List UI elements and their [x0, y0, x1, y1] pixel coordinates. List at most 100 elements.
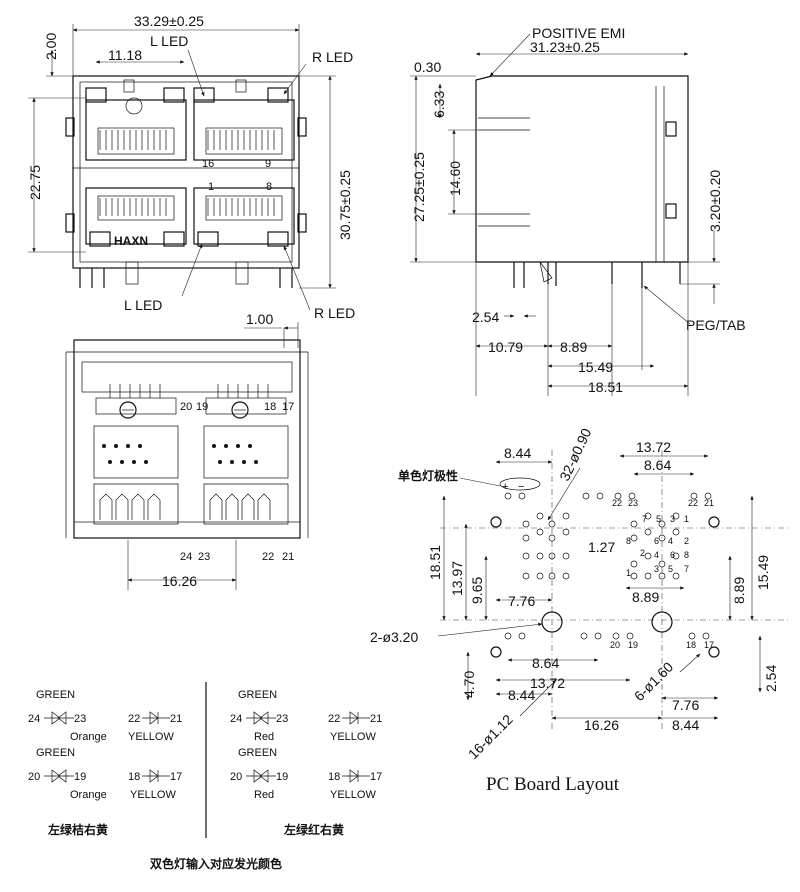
jack-pin-b3: 3 — [654, 564, 659, 574]
side-pins — [513, 262, 681, 288]
jack-pin-7: 7 — [642, 514, 647, 524]
single-led-icon — [142, 711, 170, 725]
legend-red-2: Red — [254, 789, 274, 801]
bottom-view: 20 19 18 17 24 23 22 21 1.00 16.26 — [65, 311, 309, 590]
legend-red-1: Red — [254, 731, 274, 743]
pin-9-label: 9 — [265, 158, 271, 170]
port-top-right — [193, 79, 295, 161]
dim-1626-pcb: 16.26 — [584, 717, 619, 733]
dim-889-mid: 8.89 — [632, 589, 659, 605]
legend-p19-b: 19 — [276, 771, 288, 783]
dim-889-right: 8.89 — [731, 577, 747, 604]
pcb-pin-20: 20 — [610, 640, 620, 650]
legend-green-2: GREEN — [36, 747, 75, 759]
bicolor-led-icon — [246, 711, 276, 725]
legend-p23-a: 23 — [74, 713, 86, 725]
screw-right-icon — [231, 401, 249, 419]
front-pins — [79, 268, 293, 288]
dim-254-pcb: 2.54 — [763, 665, 779, 692]
pin-20-label: 20 — [180, 401, 192, 413]
jack-pin-1: 1 — [684, 514, 689, 524]
l-led-bottom-label: L LED — [124, 297, 162, 313]
caption-bottom: 双色灯输入对应发光颜色 — [150, 856, 282, 871]
pcb-title: PC Board Layout — [486, 774, 620, 795]
legend-yellow-3: YELLOW — [330, 731, 376, 743]
legend-p22-b: 22 — [328, 713, 340, 725]
legend-yellow-1: YELLOW — [128, 731, 174, 743]
dim-200: 2.00 — [43, 33, 59, 60]
mount-hole-left — [541, 611, 563, 633]
bottom-pin-dots — [102, 444, 258, 464]
dim-3123: 31.23±0.25 — [530, 39, 600, 55]
bottom-body-outline — [73, 339, 301, 539]
r-led-top-label: R LED — [312, 49, 353, 65]
mount-hole-right — [651, 611, 673, 633]
dim-2-320: 2-ø3.20 — [370, 629, 418, 645]
dim-127: 1.27 — [588, 539, 615, 555]
single-led-icon — [342, 711, 370, 725]
port-bottom-right — [193, 187, 295, 247]
dim-889-side: 8.89 — [560, 339, 587, 355]
legend-p24-b: 24 — [230, 713, 242, 725]
dim-2725: 27.25±0.25 — [411, 152, 427, 222]
pcb-layout: 22 23 22 21 20 19 18 17 7 5 3 1 8 6 4 2 … — [370, 426, 790, 795]
jack-pin-8: 8 — [626, 536, 631, 546]
dim-844-right: 8.44 — [672, 717, 699, 733]
jack-pin-4: 4 — [668, 536, 673, 546]
dim-864-bot: 8.64 — [532, 655, 559, 671]
dim-1549-side: 15.49 — [578, 359, 613, 375]
jack-pin-6: 6 — [654, 536, 659, 546]
legend-p18-a: 18 — [128, 771, 140, 783]
jack-pin-b7: 7 — [684, 564, 689, 574]
dim-320: 3.20±0.20 — [707, 170, 723, 232]
dim-844-top: 8.44 — [504, 445, 531, 461]
pin-23-label: 23 — [198, 551, 210, 563]
side-body-outline — [475, 75, 689, 263]
dim-864-top: 8.64 — [644, 457, 671, 473]
legend-p21-a: 21 — [170, 713, 182, 725]
pin-17-label: 17 — [282, 401, 294, 413]
port-bottom-left — [85, 187, 187, 247]
led-legend: GREEN 24 23 Orange 22 21 YELLOW GREEN 20… — [28, 682, 382, 871]
pcb-pin-18: 18 — [686, 640, 696, 650]
dim-width-front: 33.29±0.25 — [134, 13, 204, 29]
jack-pin-b1: 1 — [626, 568, 631, 578]
peg-tab-label: PEG/TAB — [686, 317, 746, 333]
single-led-icon — [342, 769, 370, 783]
dim-1079: 10.79 — [488, 339, 523, 355]
dim-776-bot: 7.76 — [672, 697, 699, 713]
legend-p18-b: 18 — [328, 771, 340, 783]
dim-633: 6.33 — [431, 91, 447, 118]
legend-p21-b: 21 — [370, 713, 382, 725]
port-top-left — [85, 79, 187, 161]
legend-yellow-2: YELLOW — [130, 789, 176, 801]
front-view: HAXN 16 9 1 8 33.29±0.25 11.18 2.00 22.7… — [27, 13, 355, 321]
pin-19-label: 19 — [196, 401, 208, 413]
jack-pin-b2: 2 — [640, 548, 645, 558]
legend-green-4: GREEN — [238, 747, 277, 759]
dim-776-left: 7.76 — [508, 593, 535, 609]
single-led-icon — [142, 769, 170, 783]
positive-emi-label: POSITIVE EMI — [532, 25, 625, 41]
legend-orange-1: Orange — [70, 731, 107, 743]
dim-1851-pcb: 18.51 — [427, 545, 443, 580]
pin-22-label: 22 — [262, 551, 274, 563]
legend-p17-b: 17 — [370, 771, 382, 783]
dim-1397: 13.97 — [449, 561, 465, 596]
pcb-pin-22a: 22 — [612, 498, 622, 508]
led-holes-top — [504, 492, 712, 500]
legend-p17-a: 17 — [170, 771, 182, 783]
legend-orange-2: Orange — [70, 789, 107, 801]
legend-p19-a: 19 — [74, 771, 86, 783]
pin-8-label: 8 — [266, 181, 272, 193]
bicolor-led-icon — [246, 769, 276, 783]
dim-1851-side: 18.51 — [588, 379, 623, 395]
jack-pin-b4: 4 — [654, 550, 659, 560]
svg-text:+: + — [502, 481, 508, 493]
legend-p23-b: 23 — [276, 713, 288, 725]
dim-2275: 22.75 — [27, 165, 43, 200]
jack-pin-b5: 5 — [668, 564, 673, 574]
pin-1-label: 1 — [208, 181, 214, 193]
dim-3075: 30.75±0.25 — [337, 170, 353, 240]
jack-pin-2: 2 — [684, 536, 689, 546]
